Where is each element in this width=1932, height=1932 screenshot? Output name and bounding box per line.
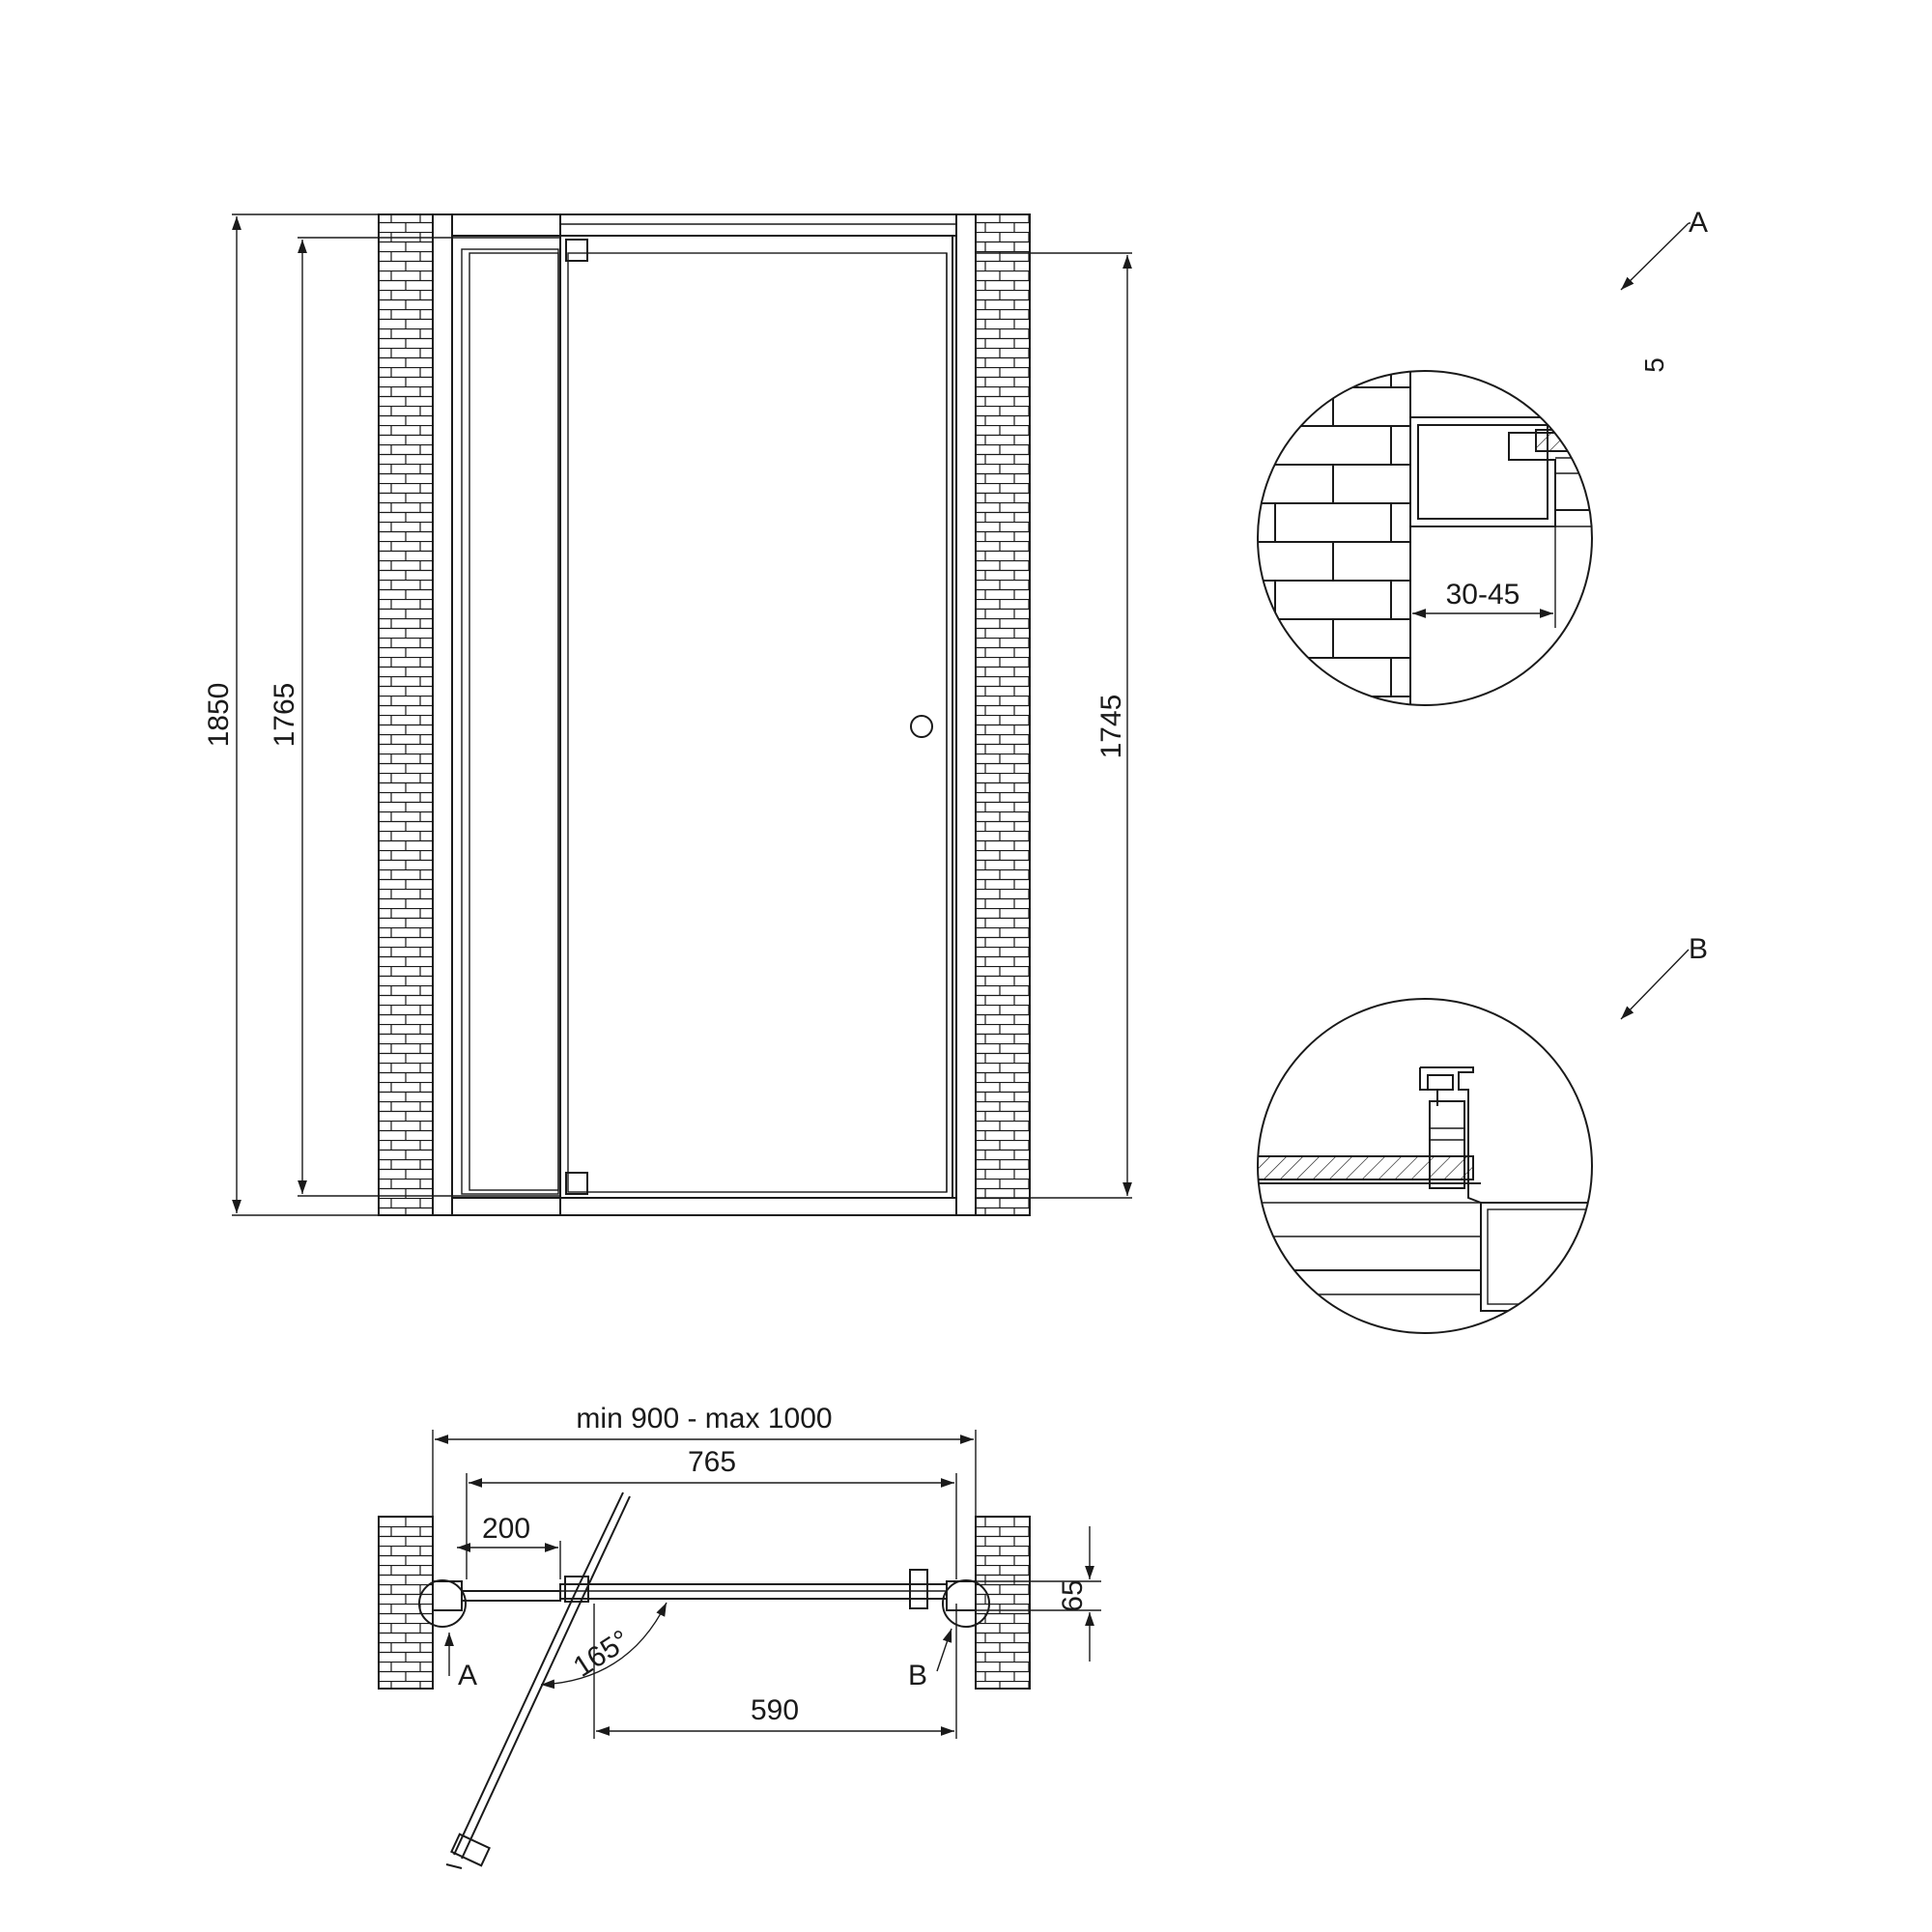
left-wall-profile — [432, 213, 453, 1216]
dim-profile-depth: 65 — [1057, 1579, 1089, 1611]
dim-door-width: 765 — [688, 1446, 736, 1478]
dim-fixed-panel: 200 — [482, 1513, 530, 1545]
right-brick-wall — [975, 213, 1031, 1216]
plan-door-handle — [450, 1833, 491, 1867]
hinge-bottom — [565, 1172, 588, 1195]
dim-angle-165: 165° — [568, 1624, 636, 1683]
detail-a-circle — [1257, 370, 1593, 706]
detail-b-label: B — [1689, 933, 1708, 965]
top-rail — [451, 213, 957, 237]
plan-callout-a — [418, 1579, 467, 1628]
dim-right-height: 1745 — [1095, 695, 1127, 759]
door-leaf — [559, 235, 953, 1199]
detail-b: B — [1257, 933, 1708, 1334]
door-handle-knob — [910, 715, 933, 738]
right-wall-profile — [955, 213, 977, 1216]
detail-a: 5 30-45 A — [1257, 207, 1708, 706]
plan-callout-b — [942, 1579, 990, 1628]
left-brick-wall — [378, 213, 434, 1216]
plan-marker-a: A — [458, 1660, 477, 1691]
detail-a-label: A — [1689, 207, 1708, 239]
dim-total-height: 1850 — [203, 683, 235, 748]
dim-overall-width: min 900 - max 1000 — [576, 1403, 832, 1435]
dim-gap-5: 5 — [1639, 357, 1669, 373]
glass-section-b — [1258, 1155, 1474, 1180]
plan-view: 165° min 900 - max 1000 765 200 590 65 A — [378, 1403, 1101, 1869]
dim-door-height: 1765 — [269, 683, 300, 748]
dim-clear-opening: 590 — [751, 1694, 799, 1726]
plan-fixed-panel — [461, 1590, 561, 1602]
hinge-top — [565, 239, 588, 262]
detail-b-circle — [1257, 998, 1593, 1334]
plan-right-wall — [975, 1516, 1031, 1690]
front-view: 1850 1765 1745 — [203, 213, 1132, 1216]
bottom-rail — [451, 1197, 957, 1216]
wall-profile-b — [1480, 1202, 1592, 1312]
plan-marker-b: B — [908, 1660, 927, 1691]
fixed-panel — [451, 213, 561, 1216]
plan-left-wall — [378, 1516, 434, 1690]
dim-adjust-30-45: 30-45 — [1446, 579, 1520, 611]
